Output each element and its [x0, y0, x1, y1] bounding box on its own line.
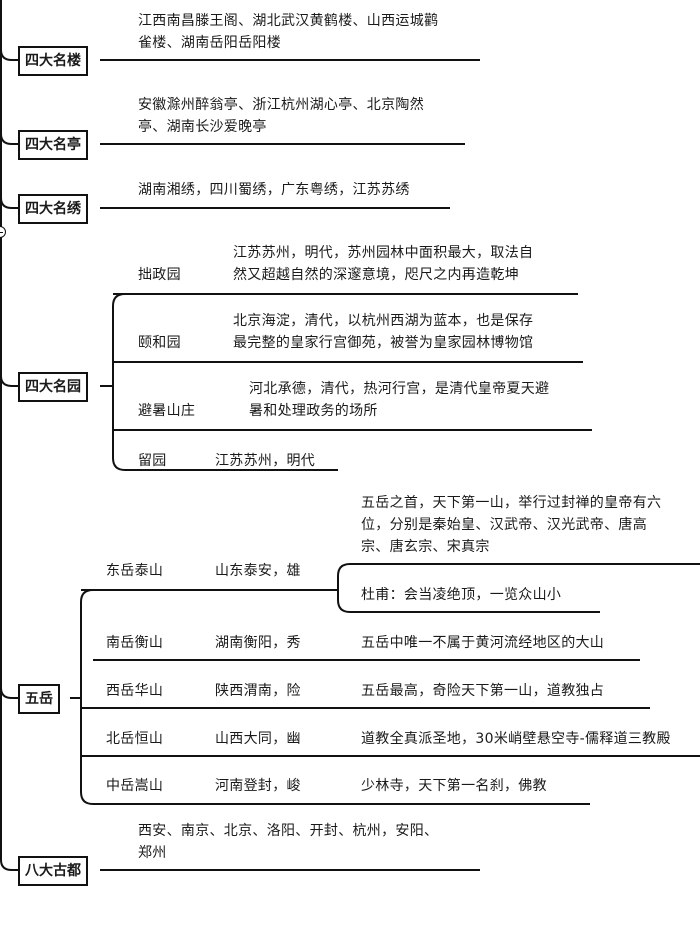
yuan-item-desc-line: 江苏苏州，明代: [215, 453, 316, 469]
yue-item-note: 道教全真派圣地，30米峭壁悬空寺-儒释道三教殿: [361, 731, 671, 747]
branch-xiu: [0, 197, 18, 209]
du-text-line-2: 郑州: [138, 845, 167, 861]
xiu-text-line-1: 湖南湘绣，四川蜀绣，广东粤绣，江苏苏绣: [138, 182, 410, 198]
lou-text-line-2: 雀楼、湖南岳阳岳阳楼: [138, 35, 281, 51]
yuan-bracket: [112, 293, 126, 471]
branch-lou: [0, 49, 18, 61]
yuan-item-desc-line: 然又超越自然的深邃意境，咫尺之内再造乾坤: [233, 267, 519, 283]
yue-item-name: 南岳衡山: [106, 635, 164, 651]
yuan-item-name: 颐和园: [138, 335, 181, 351]
yuan-item-desc-line: 江苏苏州，明代，苏州园林中面积最大，取法自: [233, 245, 534, 261]
ting-text-line-2: 亭、湖南长沙爱晚亭: [138, 119, 267, 135]
taishan-note-line: 杜甫：会当凌绝顶，一览众山小: [361, 587, 562, 603]
yue-item-place: 山西大同，幽: [215, 731, 301, 747]
yue-item-place: 湖南衡阳，秀: [215, 635, 301, 651]
node-yuan[interactable]: 四大名园: [18, 372, 88, 402]
yue-item-note: 五岳中唯一不属于黄河流经地区的大山: [361, 635, 605, 651]
node-du-title: 八大古都: [25, 863, 81, 879]
node-yue-title: 五岳: [25, 691, 53, 707]
yuan-item-desc-line: 北京海淀，清代，以杭州西湖为蓝本，也是保存: [233, 313, 534, 329]
yuan-item-name: 避暑山庄: [138, 403, 196, 419]
yuan-item-desc-line: 暑和处理政务的场所: [249, 403, 378, 419]
yue-bracket: [80, 589, 94, 805]
yue-item-note: 少林寺，天下第一名刹，佛教: [361, 778, 547, 794]
yue-item-name: 中岳嵩山: [106, 778, 164, 794]
branch-yuan: [0, 375, 18, 387]
yuan-item-desc-line: 最完整的皇家行宫御苑，被誉为皇家园林博物馆: [233, 335, 534, 351]
lou-text-line-1: 江西南昌滕王阁、湖北武汉黄鹤楼、山西运城鹳: [138, 13, 439, 29]
node-lou[interactable]: 四大名楼: [18, 46, 88, 76]
yue-item-name: 东岳泰山: [106, 563, 164, 579]
yue-item-note: 五岳最高，奇险天下第一山，道教独占: [361, 683, 605, 699]
node-ting[interactable]: 四大名亭: [18, 130, 88, 160]
taishan-note-line: 五岳之首，天下第一山，举行过封禅的皇帝有六: [361, 495, 662, 511]
taishan-note-line: 位，分别是秦始皇、汉武帝、汉光武帝、唐高: [361, 517, 647, 533]
node-xiu[interactable]: 四大名绣: [18, 194, 88, 224]
node-xiu-title: 四大名绣: [25, 201, 81, 217]
node-yuan-title: 四大名园: [25, 379, 81, 395]
node-ting-title: 四大名亭: [25, 137, 81, 153]
yue-item-name: 北岳恒山: [106, 731, 164, 747]
node-yue[interactable]: 五岳: [18, 684, 60, 714]
ting-text-line-1: 安徽滁州醉翁亭、浙江杭州湖心亭、北京陶然: [138, 97, 424, 113]
branch-yue: [0, 687, 18, 699]
node-du[interactable]: 八大古都: [18, 856, 88, 886]
yue-item-name: 西岳华山: [106, 683, 164, 699]
yuan-item-name: 留园: [138, 453, 167, 469]
du-text-line-1: 西安、南京、北京、洛阳、开封、杭州，安阳、: [138, 823, 439, 839]
yue-item-place: 陕西渭南，险: [215, 683, 301, 699]
taishan-note-line: 宗、唐玄宗、宋真宗: [361, 539, 490, 555]
taishan-bracket: [337, 563, 351, 613]
yue-item-place: 山东泰安，雄: [215, 563, 301, 579]
yuan-item-name: 拙政园: [138, 267, 181, 283]
branch-ting: [0, 133, 18, 145]
yuan-item-desc-line: 河北承德，清代，热河行宫，是清代皇帝夏天避: [249, 381, 550, 397]
yue-item-place: 河南登封，峻: [215, 778, 301, 794]
branch-du: [0, 859, 18, 871]
node-lou-title: 四大名楼: [25, 53, 81, 69]
